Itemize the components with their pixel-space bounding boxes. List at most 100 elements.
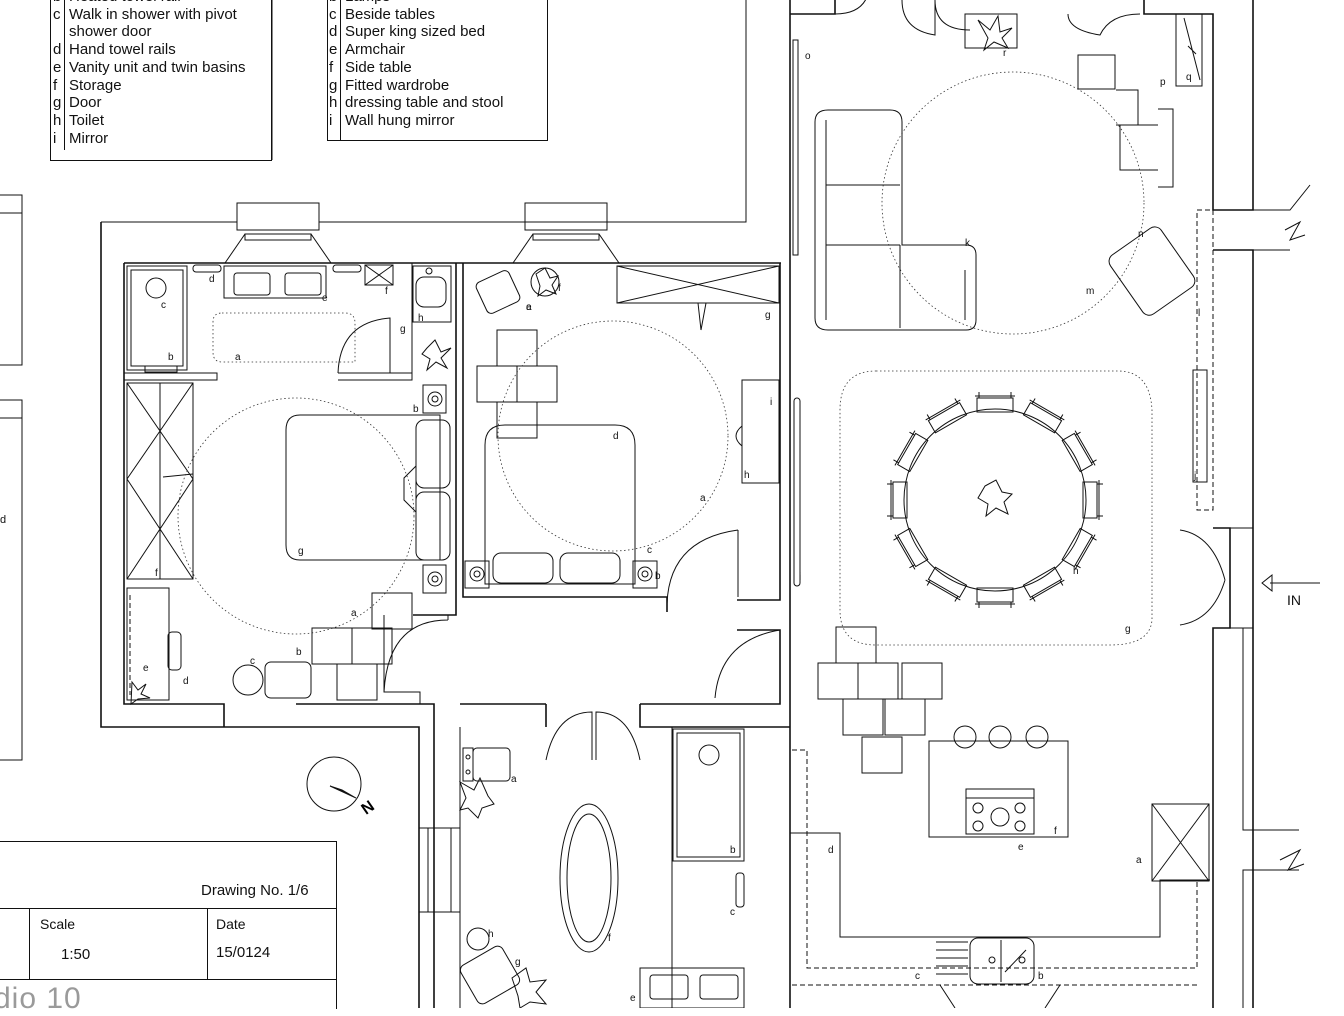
plan-label-kt-a: a — [1136, 855, 1142, 866]
bathroom-key-item: shower door — [52, 23, 246, 41]
plan-label-lv-p: p — [1160, 77, 1166, 88]
plan-label-kt-b: b — [1038, 971, 1044, 982]
plan-label-ens-d: d — [209, 274, 215, 285]
title-block-col-divider — [29, 908, 30, 979]
bedroom-key-item-text: Lamps — [342, 0, 390, 6]
plan-label-ens-b: b — [168, 352, 174, 363]
bathroom-key-item-text: Hand towel rails — [69, 41, 176, 59]
plan-label-lv-g: g — [1125, 624, 1131, 635]
bedroom-key-item-letter: i — [329, 111, 333, 129]
title-block-row-divider-2 — [0, 979, 337, 980]
bathroom-key-item: i Mirror — [52, 130, 246, 148]
bathroom-key-item: c Walk in shower with pivot — [52, 6, 246, 24]
bedroom-key-item-letter: e — [329, 41, 338, 59]
plan-label-mb-a: a — [351, 608, 357, 619]
dining-chair — [1082, 480, 1103, 520]
title-block-row-divider — [0, 908, 337, 909]
bathroom-key-item-text: Door — [69, 94, 102, 112]
plan-label-bt-b: b — [730, 845, 736, 856]
dining-chair — [893, 430, 929, 473]
plan-label-b2-e: e — [526, 302, 532, 313]
bathroom-key-item-text: Walk in shower with pivot — [69, 5, 237, 23]
bedroom-key-item: f Side table — [328, 59, 503, 77]
plan-label-lv-h: h — [1073, 566, 1079, 577]
bedroom-key-box — [327, 0, 548, 141]
plan-label-hall-a: a — [700, 493, 706, 504]
plan-label-mb-g: g — [298, 546, 304, 557]
bedroom-key-item-letter: g — [329, 76, 338, 94]
plan-label-ens-c: c — [161, 300, 166, 311]
bedroom-key-item-letter: d — [329, 23, 338, 41]
plan-label-hall-b: b — [655, 571, 661, 582]
plan-label-bt-f: f — [608, 933, 611, 944]
bathroom-key-item-text: Mirror — [69, 129, 109, 147]
dining-chair — [1022, 566, 1065, 602]
bathroom-key-item-text: shower door — [69, 23, 152, 41]
plan-label-bt-a: a — [511, 774, 517, 785]
date-value: 15/0124 — [216, 944, 271, 961]
bedroom-key-item-letter: b — [328, 0, 342, 6]
bathroom-key-divider — [64, 0, 65, 150]
bathroom-key-item-letter: e — [53, 58, 62, 76]
plan-label-lv-m: m — [1086, 286, 1094, 297]
bedroom-key-item-letter: h — [329, 94, 338, 112]
title-block-col-divider-2 — [207, 908, 208, 979]
dining-chair — [975, 392, 1015, 413]
plan-label-bt-e: e — [630, 993, 636, 1004]
bedroom-key-item-text: Wall hung mirror — [345, 111, 455, 129]
bedroom-key-item-text: Side table — [345, 58, 412, 76]
plan-label-hall-d: d — [613, 431, 619, 442]
plan-label-b2-g: g — [765, 310, 771, 321]
bathroom-key-item-letter: i — [53, 129, 57, 147]
bathroom-key-item-letter: c — [53, 5, 61, 23]
bathroom-key-item-text: Toilet — [69, 111, 105, 129]
bathroom-key-item-text: Heated towel rail — [66, 0, 181, 6]
plan-label-lv-l: l — [1198, 308, 1200, 319]
plan-label-lv-o: o — [805, 51, 811, 62]
plan-label-bt-c: c — [730, 907, 735, 918]
bathroom-key-item-text: Vanity unit and twin basins — [69, 58, 246, 76]
plan-label-b2-h: h — [744, 470, 750, 481]
bedroom-key-item: d Super king sized bed — [328, 23, 503, 41]
plan-label-lv-j: j — [1193, 471, 1196, 482]
dining-chair — [925, 398, 968, 434]
plan-label-ens-g: g — [400, 324, 406, 335]
plan-label-b2-i: i — [770, 397, 772, 408]
plan-label-ens-h: h — [418, 313, 424, 324]
dining-chair — [975, 587, 1015, 608]
plan-label-kt-c: c — [915, 971, 920, 982]
plan-label-mb-c: c — [250, 656, 255, 667]
plan-label-kt-f: f — [1054, 826, 1057, 837]
bathroom-key-item-letter: d — [53, 41, 62, 59]
plan-label-ens-a: a — [235, 352, 241, 363]
north-label: N — [359, 798, 378, 819]
dining-chair — [925, 566, 968, 602]
plan-label-lv-q: q — [1186, 72, 1192, 83]
bedroom-key-item: bLamps — [328, 0, 503, 6]
plan-label-mb-d: d — [183, 676, 189, 687]
bedroom-key-item-text: Super king sized bed — [345, 23, 486, 41]
scale-label: Scale — [40, 916, 76, 932]
dining-chair — [893, 527, 929, 570]
plan-label-ens-f: f — [385, 286, 388, 297]
bathroom-key-item-text: Storage — [69, 76, 122, 94]
plan-label-lv-r: r — [1003, 48, 1007, 59]
drawing-number: Drawing No. 1/6 — [201, 882, 309, 899]
bathroom-key-item: bHeated towel rail — [52, 0, 246, 6]
bathroom-key-list: bHeated towel railc Walk in shower with p… — [52, 0, 246, 147]
plan-label-kt-e: e — [1018, 842, 1024, 853]
bedroom-key-divider — [340, 0, 341, 140]
plan-label-ens-e: e — [322, 293, 328, 304]
dining-chair — [887, 480, 908, 520]
bedroom-key-item-letter: f — [329, 58, 334, 76]
bedroom-key-item-text: Beside tables — [345, 5, 436, 23]
left-edge-label: d — [0, 514, 7, 526]
plan-label-bt-h: h — [488, 929, 494, 940]
